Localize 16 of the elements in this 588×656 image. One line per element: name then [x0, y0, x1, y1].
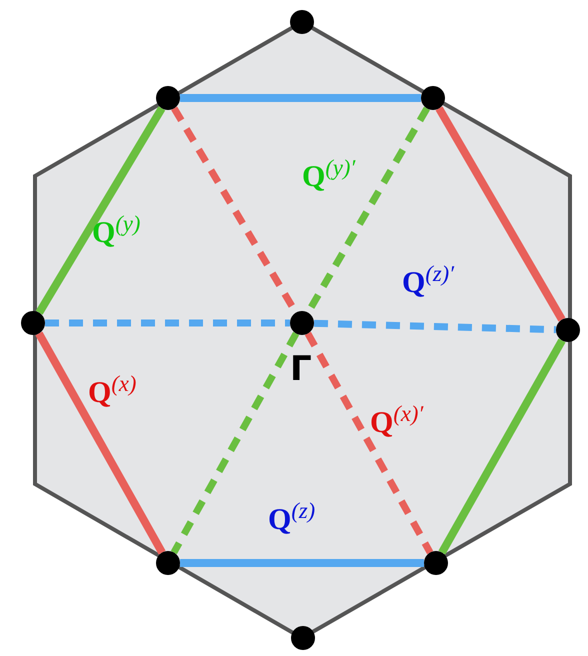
dashed-line: [45, 320, 290, 326]
dashed-line: [314, 320, 556, 334]
edge-label: Q$^{(y)′}$: [302, 162, 356, 192]
point-label: Γ: [290, 352, 312, 386]
edge-label: Q$^{(z)}$: [268, 505, 316, 535]
edge-label: Q$^{(x)′}$: [370, 408, 424, 438]
solid-line: [35, 332, 166, 554]
edge-label: Q$^{(y)}$: [92, 218, 140, 248]
solid-line: [36, 106, 166, 315]
solid-line: [436, 106, 566, 322]
solid-line: [180, 94, 421, 102]
dashed-line: [170, 332, 300, 554]
solid-line: [438, 338, 566, 555]
edge-label: Q$^{(x)}$: [88, 378, 136, 408]
edge-label: Q$^{(z)′}$: [402, 268, 454, 298]
solid-line: [180, 559, 424, 567]
